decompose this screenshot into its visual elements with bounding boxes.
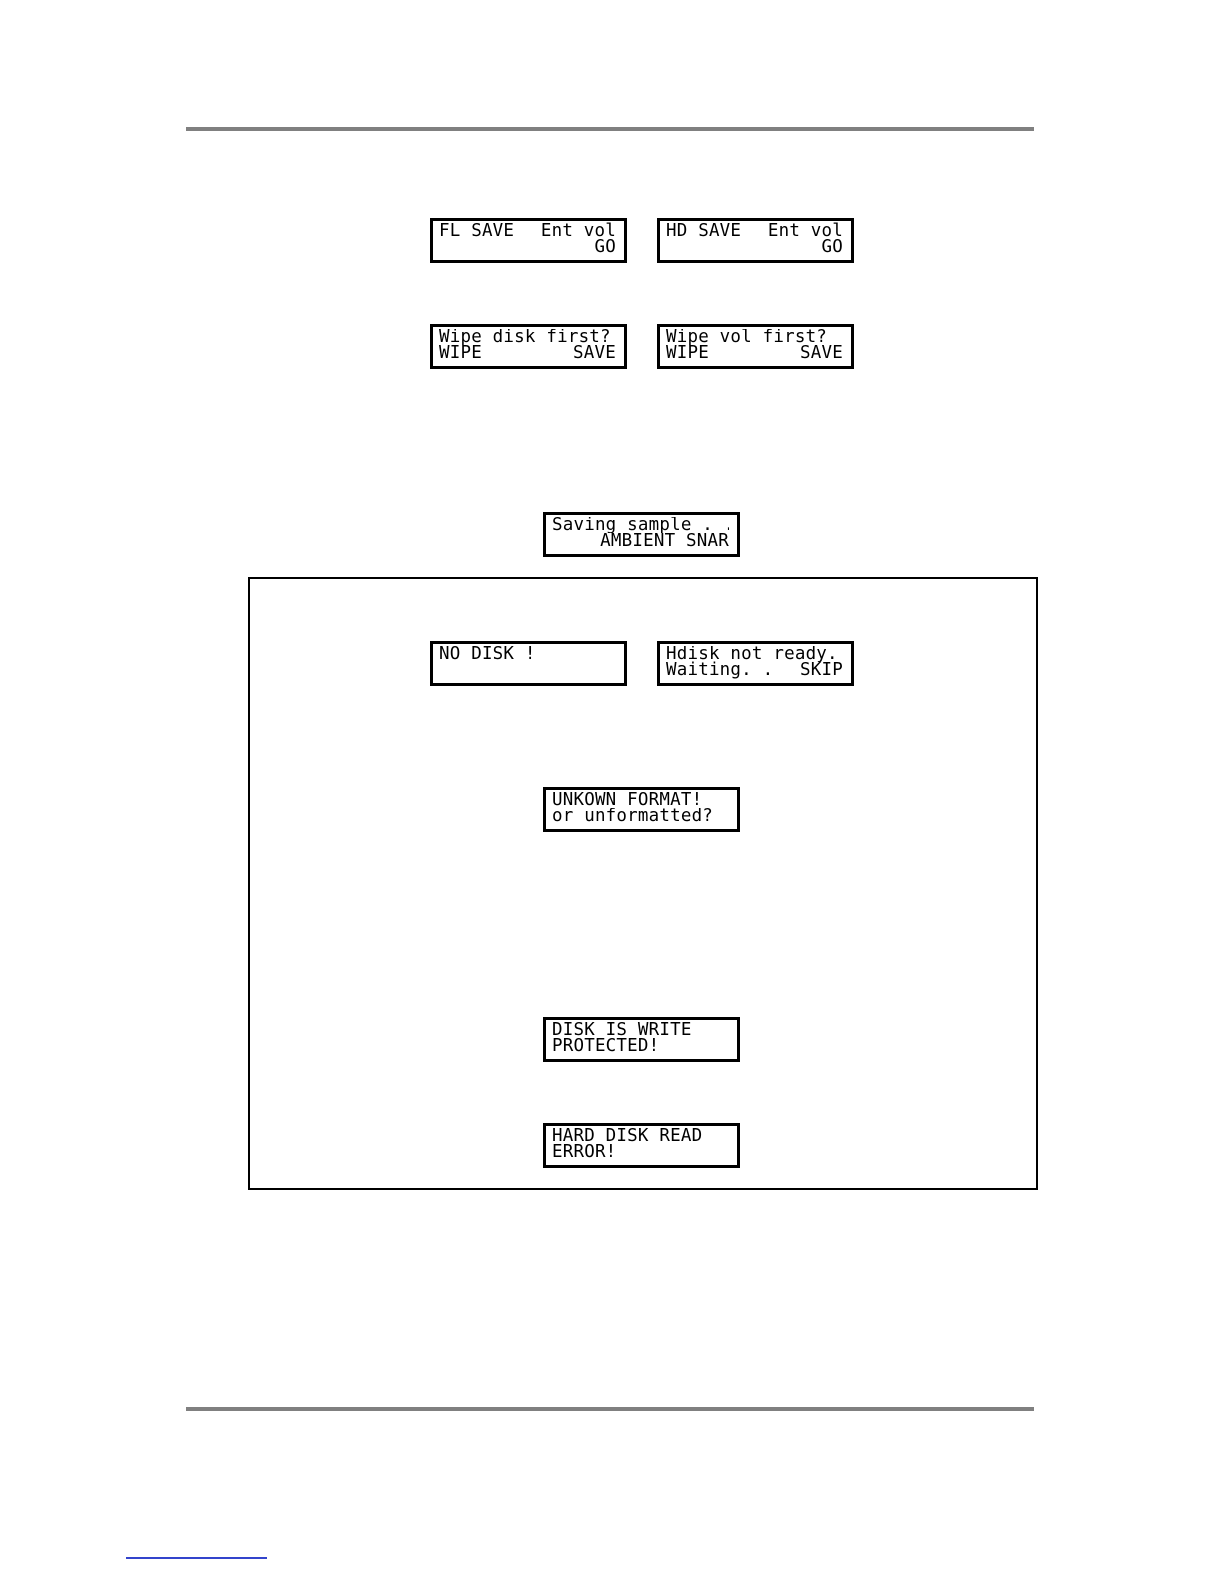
lcd-line-2: Waiting. . SKIP (666, 662, 843, 678)
lcd-line-2: GO (439, 239, 616, 255)
lcd-fl-save: FL SAVE Ent vol GO (430, 218, 627, 263)
lcd-text: SKIP (800, 662, 843, 678)
lcd-line-1: FL SAVE Ent vol (439, 223, 616, 239)
lcd-line-2: ERROR! (552, 1144, 729, 1160)
footer-rule (186, 1407, 1034, 1411)
lcd-text: WIPE (666, 345, 709, 361)
lcd-hdisk-not-ready: Hdisk not ready. Waiting. . SKIP (657, 641, 854, 686)
lcd-text: WIPE (439, 345, 482, 361)
error-messages-panel (248, 577, 1038, 1190)
footer-link-underline[interactable] (126, 1557, 267, 1559)
lcd-line-2: or unformatted? (552, 808, 729, 824)
lcd-hd-save: HD SAVE Ent vol GO (657, 218, 854, 263)
lcd-text: FL SAVE (439, 223, 514, 239)
lcd-write-protected: DISK IS WRITE PROTECTED! (543, 1017, 740, 1062)
lcd-text: HD SAVE (666, 223, 741, 239)
lcd-no-disk: NO DISK ! (430, 641, 627, 686)
lcd-saving-sample: Saving sample . . AMBIENT SNAR (543, 512, 740, 557)
lcd-hd-read-error: HARD DISK READ ERROR! (543, 1123, 740, 1168)
lcd-line-2: WIPE SAVE (666, 345, 843, 361)
lcd-text: Waiting. . (666, 662, 773, 678)
lcd-line-2: WIPE SAVE (439, 345, 616, 361)
lcd-text: Ent vol (541, 223, 616, 239)
lcd-text: SAVE (573, 345, 616, 361)
header-rule (186, 127, 1034, 131)
lcd-line-1: NO DISK ! (439, 646, 616, 662)
lcd-line-1: HARD DISK READ (552, 1128, 729, 1144)
lcd-wipe-vol: Wipe vol first? WIPE SAVE (657, 324, 854, 369)
lcd-line-2: AMBIENT SNAR (552, 533, 729, 549)
lcd-line-2: GO (666, 239, 843, 255)
lcd-line-1: DISK IS WRITE (552, 1022, 729, 1038)
lcd-line-2: PROTECTED! (552, 1038, 729, 1054)
lcd-wipe-disk: Wipe disk first? WIPE SAVE (430, 324, 627, 369)
lcd-line-1: Saving sample . . (552, 517, 729, 533)
lcd-unknown-format: UNKOWN FORMAT! or unformatted? (543, 787, 740, 832)
lcd-text: SAVE (800, 345, 843, 361)
lcd-line-1: UNKOWN FORMAT! (552, 792, 729, 808)
lcd-text: Ent vol (768, 223, 843, 239)
lcd-line-1: HD SAVE Ent vol (666, 223, 843, 239)
